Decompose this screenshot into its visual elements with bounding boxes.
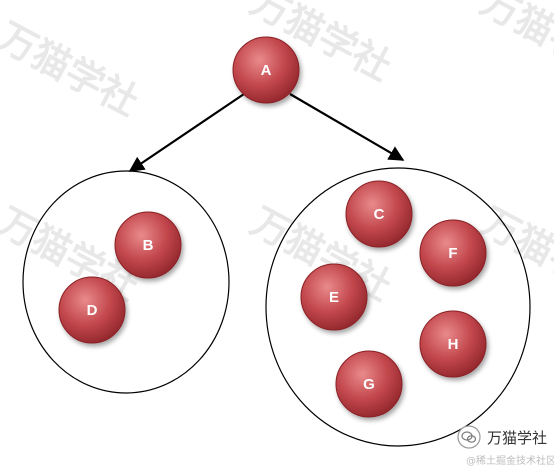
watermark-top-right: 万猫学社 [474,0,554,89]
brand-badge: 万猫学社 [457,425,547,449]
node-g: G [335,350,403,418]
node-d: D [58,276,126,344]
edge-a-to-right-group [289,93,405,161]
edge-a-to-left-group [128,93,245,172]
node-f-label: F [448,245,457,262]
node-e: E [300,263,368,331]
node-a: A [232,36,300,104]
node-b: B [114,211,182,279]
brand-name: 万猫学社 [487,428,548,447]
node-b-label: B [143,237,154,254]
node-f: F [419,219,487,287]
node-e-label: E [329,289,339,306]
wechat-icon [457,425,481,449]
node-g-label: G [363,376,375,393]
left-group-circle [22,170,230,394]
credit-text: @稀土掘金技术社区 [466,456,554,467]
node-h: H [419,310,487,378]
node-a-label: A [261,62,272,79]
watermark-top-left: 万猫学社 [0,14,146,124]
node-d-label: D [87,302,98,319]
node-c-label: C [374,206,385,223]
node-c: C [345,180,413,248]
node-h-label: H [448,336,459,353]
right-group-circle [265,167,531,447]
